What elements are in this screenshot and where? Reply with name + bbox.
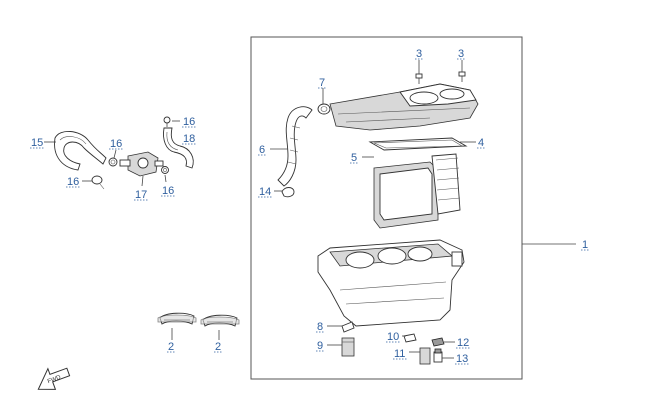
filter-element-part-5[interactable] <box>373 153 461 229</box>
fitting-part-10[interactable] <box>403 333 417 343</box>
hose-part-15[interactable] <box>54 131 107 171</box>
clip-part-14[interactable] <box>281 187 295 198</box>
callout-17: 17 <box>135 189 147 201</box>
callout-9: 9 <box>317 340 323 352</box>
valve-part-17[interactable] <box>119 151 164 177</box>
strap-part-2-a[interactable] <box>157 312 197 325</box>
callout-16-b: 16 <box>67 176 79 188</box>
callout-13: 13 <box>456 353 468 365</box>
callout-2-b: 2 <box>215 341 221 353</box>
airbox-lower[interactable] <box>317 239 465 327</box>
fitting-part-12[interactable] <box>431 337 445 347</box>
callout-18: 18 <box>183 133 195 145</box>
drain-tube-part-9[interactable] <box>341 337 355 357</box>
callout-5: 5 <box>351 152 357 164</box>
fwd-label: FWD <box>47 375 63 386</box>
callout-11: 11 <box>394 348 405 360</box>
clamp-part-16-d[interactable] <box>163 116 171 124</box>
leader-lines <box>44 60 576 359</box>
callout-3-a: 3 <box>416 48 422 60</box>
strap-part-2-b[interactable] <box>200 314 240 327</box>
forward-direction-arrow: FWD <box>37 367 71 390</box>
callout-4: 4 <box>478 137 484 149</box>
callout-7: 7 <box>319 77 325 89</box>
intake-duct-part-6[interactable] <box>277 106 313 187</box>
plug-part-13[interactable] <box>433 348 443 363</box>
callout-3-b: 3 <box>458 48 464 60</box>
ring-part-7[interactable] <box>317 103 331 115</box>
callout-10: 10 <box>387 331 399 343</box>
callout-6: 6 <box>259 144 265 156</box>
callout-15: 15 <box>31 137 43 149</box>
callout-16-d: 16 <box>162 185 174 197</box>
hose-part-18[interactable] <box>163 127 194 169</box>
bolt-part-3-b[interactable] <box>458 71 466 82</box>
gasket-part-4[interactable] <box>368 137 468 151</box>
bolt-part-3-a[interactable] <box>415 73 423 84</box>
clamp-part-8[interactable] <box>341 321 355 333</box>
clamp-part-16-a[interactable] <box>108 157 118 167</box>
airbox-cover[interactable] <box>329 83 479 131</box>
cap-part-11[interactable] <box>419 347 431 365</box>
callout-numbers: 1 2 2 3 3 4 5 6 7 8 9 10 11 12 13 14 15 … <box>30 48 589 365</box>
callout-16-a: 16 <box>110 138 122 150</box>
callout-16-c: 16 <box>183 116 195 128</box>
callout-1: 1 <box>582 239 588 251</box>
clamp-part-16-b[interactable] <box>91 175 105 190</box>
callout-12: 12 <box>457 337 469 349</box>
clamp-part-16-c[interactable] <box>161 166 169 174</box>
callout-14: 14 <box>259 186 271 198</box>
assembly-frame <box>250 36 523 380</box>
callout-8: 8 <box>317 321 323 333</box>
callout-2-a: 2 <box>168 341 174 353</box>
